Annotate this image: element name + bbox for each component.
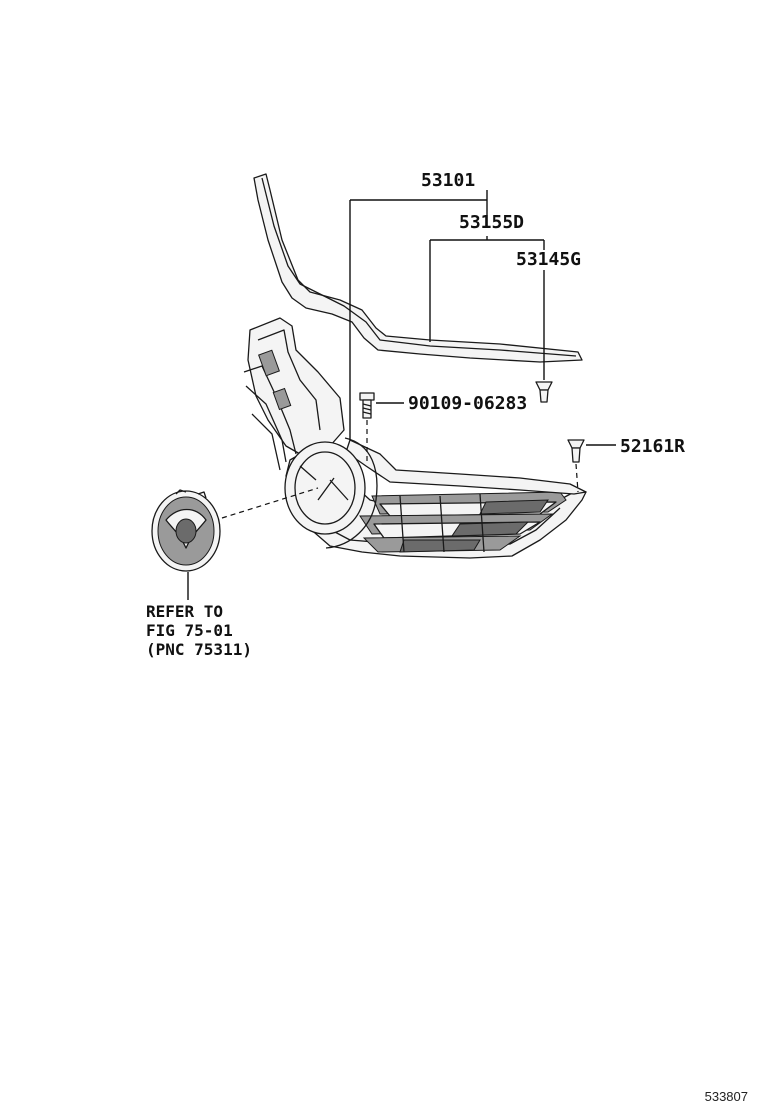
reference-line-2: FIG 75-01 — [146, 621, 233, 640]
part-label-90109-06283: 90109-06283 — [408, 393, 527, 414]
part-label-53145g: 53145G — [516, 249, 581, 270]
clip-52161r — [567, 439, 585, 463]
clip-53145g — [535, 381, 553, 403]
front-emblem — [151, 489, 221, 572]
radiator-grille — [243, 317, 587, 559]
figure-id: 533807 — [705, 1089, 748, 1104]
reference-line-3: (PNC 75311) — [146, 640, 252, 659]
part-label-52161r: 52161R — [620, 436, 685, 457]
reference-line-1: REFER TO — [146, 602, 223, 621]
part-label-53101: 53101 — [421, 170, 475, 191]
part-label-53155d: 53155D — [459, 212, 524, 233]
bolt-90109 — [359, 392, 375, 419]
upper-moulding — [253, 173, 583, 363]
leader-lines — [187, 190, 616, 600]
